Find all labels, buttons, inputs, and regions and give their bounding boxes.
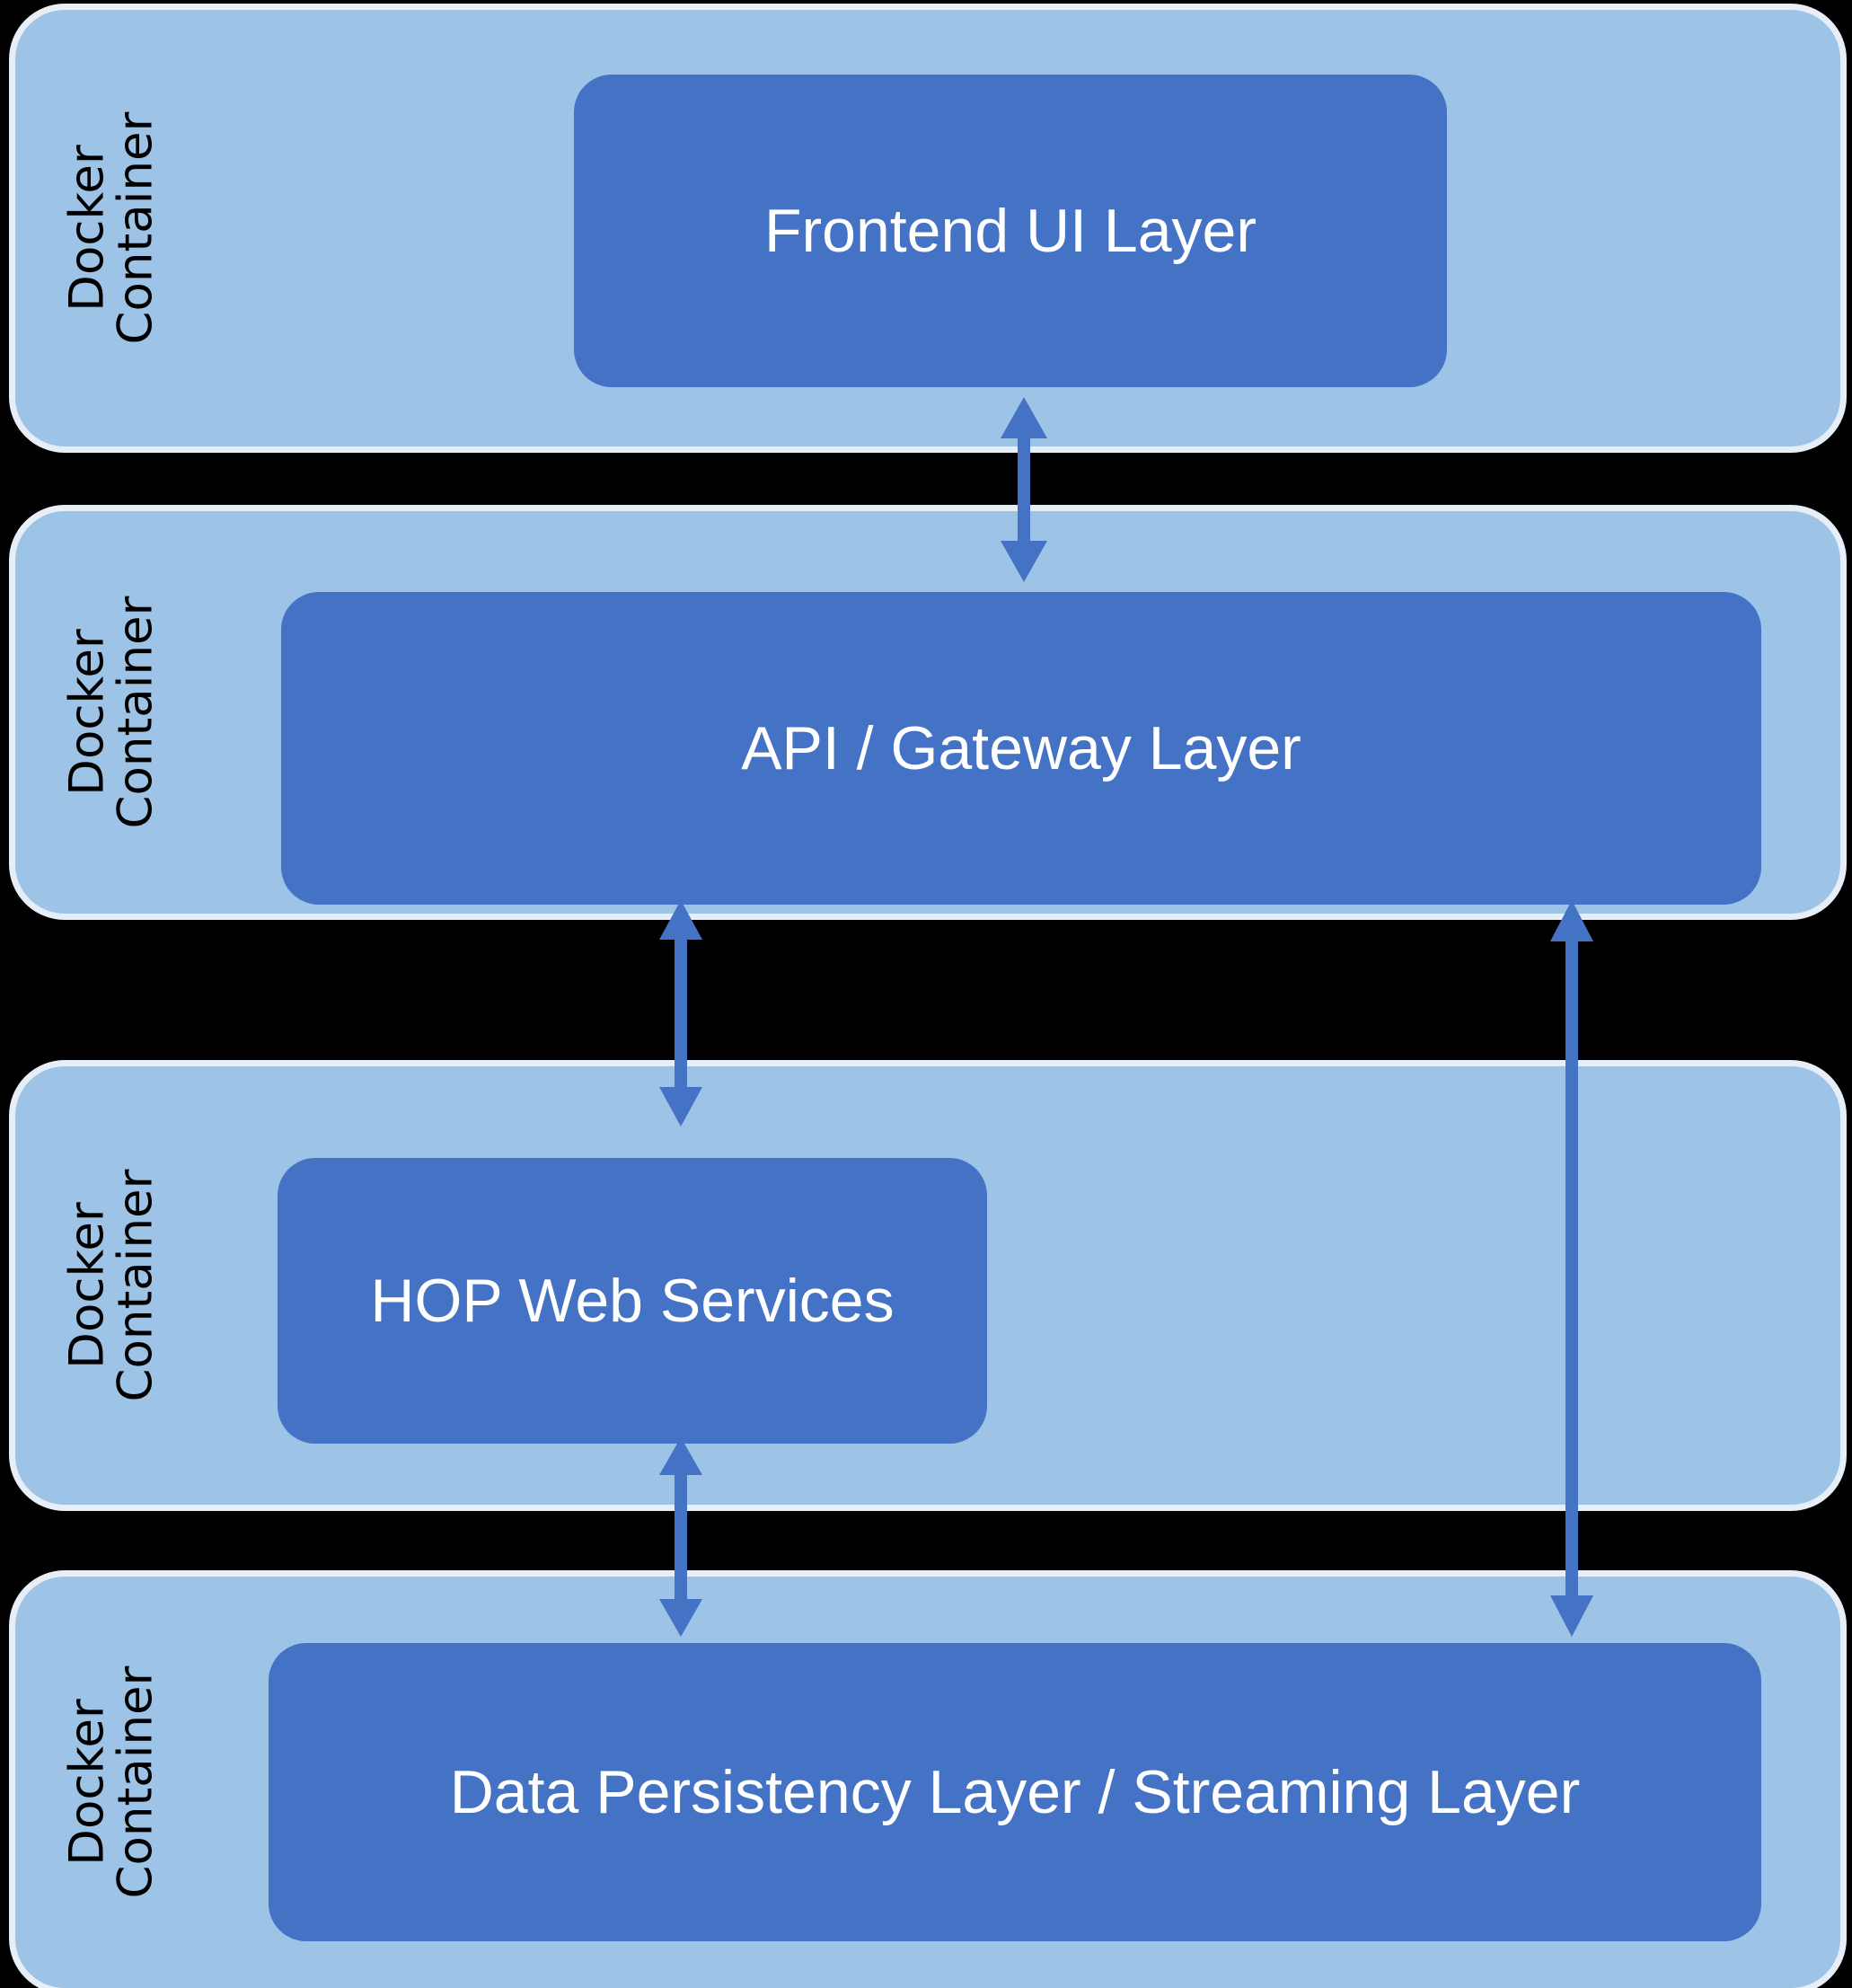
docker-container-label-3: Docker Container [26, 1066, 197, 1505]
docker-label-line-1: Docker [58, 629, 114, 796]
layer-box-hop-web-services[interactable]: HOP Web Services [278, 1158, 987, 1444]
docker-container-label-4: Docker Container [26, 1577, 197, 1988]
layer-box-data-persistency[interactable]: Data Persistency Layer / Streaming Layer [269, 1643, 1761, 1941]
layer-box-data-persistency-label: Data Persistency Layer / Streaming Layer [449, 1757, 1581, 1826]
docker-label-line-1: Docker [58, 145, 114, 312]
docker-container-label-1: Docker Container [26, 10, 197, 446]
docker-container-frontend[interactable]: Docker Container Frontend UI Layer [9, 4, 1847, 453]
layer-box-api-gateway-label: API / Gateway Layer [741, 713, 1301, 782]
docker-label-line-2: Container [108, 1169, 163, 1402]
docker-container-api-gateway[interactable]: Docker Container API / Gateway Layer [9, 505, 1847, 920]
docker-label-line-1: Docker [58, 1202, 114, 1369]
layer-box-frontend-ui[interactable]: Frontend UI Layer [574, 75, 1447, 387]
layer-box-hop-web-services-label: HOP Web Services [370, 1266, 895, 1335]
docker-label-line-2: Container [108, 111, 163, 345]
docker-label-line-1: Docker [58, 1699, 114, 1866]
docker-container-data-persistency[interactable]: Docker Container Data Persistency Layer … [9, 1570, 1847, 1988]
layer-box-frontend-ui-label: Frontend UI Layer [763, 196, 1257, 265]
docker-container-hop-web-services[interactable]: Docker Container HOP Web Services [9, 1060, 1847, 1511]
docker-container-label-2: Docker Container [26, 511, 197, 914]
docker-label-line-2: Container [108, 596, 163, 829]
docker-label-line-2: Container [108, 1666, 163, 1899]
layer-box-api-gateway[interactable]: API / Gateway Layer [281, 592, 1761, 905]
